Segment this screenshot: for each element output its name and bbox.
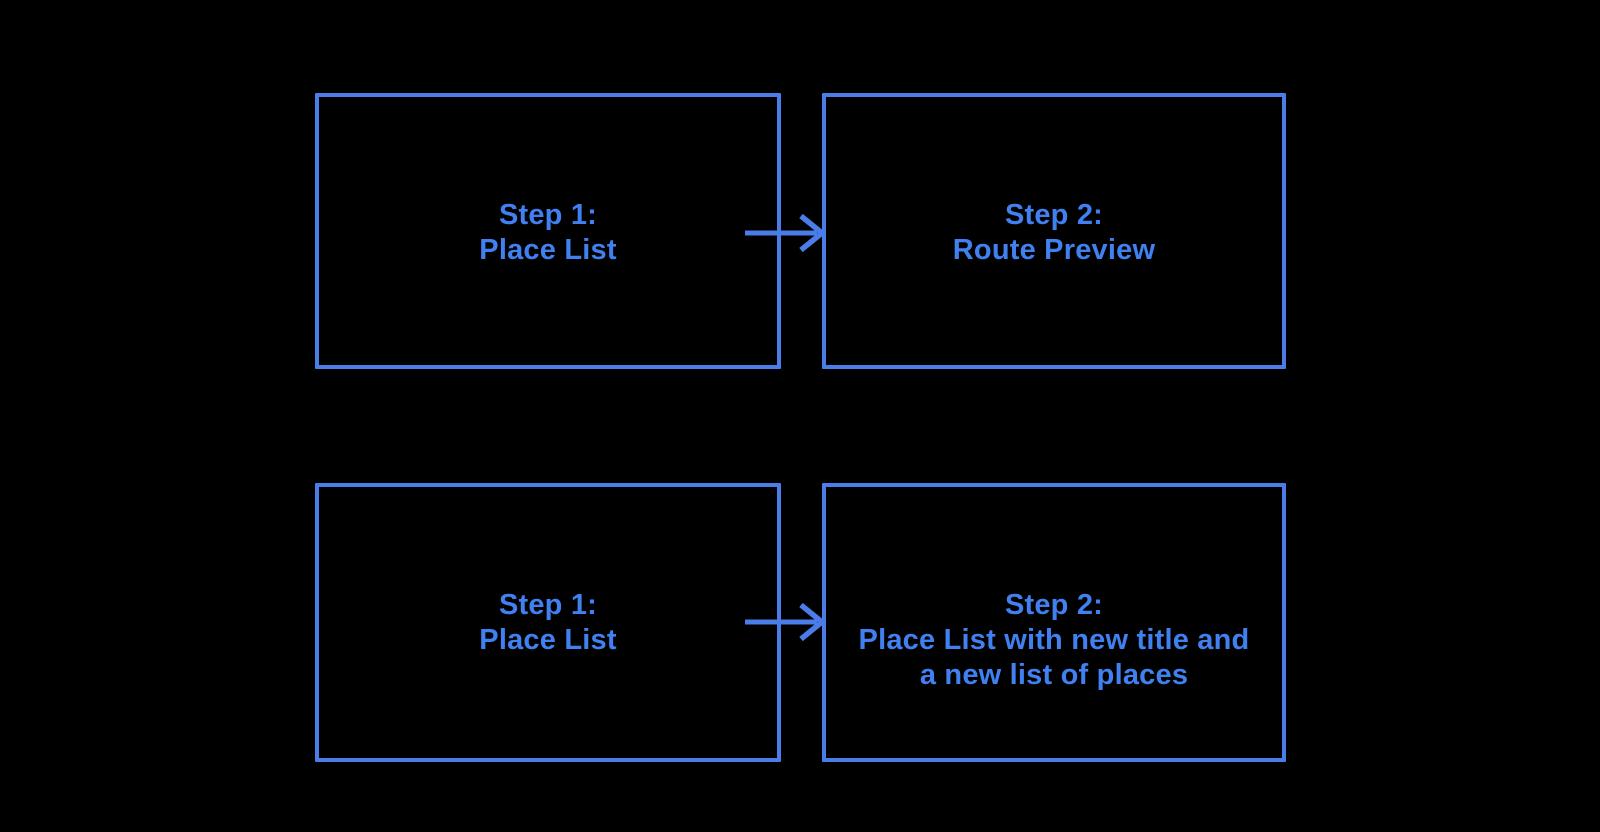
node-label-line: Place List: [479, 624, 617, 656]
flow-node-row2-step2: Step 2: Place List with new title and a …: [822, 483, 1286, 762]
node-label: Step 2: Place List with new title and a …: [826, 588, 1282, 693]
node-label-line: Place List with new title and: [858, 624, 1250, 656]
node-label-line: a new list of places: [919, 659, 1189, 691]
flow-node-row1-step1: Step 1: Place List: [315, 93, 781, 369]
node-label: Step 1: Place List: [319, 588, 777, 658]
flow-node-row2-step1: Step 1: Place List: [315, 483, 781, 762]
flow-arrow-row2: [745, 602, 825, 642]
node-label-line: Step 2:: [1004, 199, 1104, 231]
node-label-line: Step 1:: [498, 199, 598, 231]
node-label: Step 2: Route Preview: [826, 198, 1282, 268]
node-label: Step 1: Place List: [319, 198, 777, 268]
node-label-line: Place List: [479, 234, 617, 266]
node-label-line: Step 1:: [498, 589, 598, 621]
node-label-line: Step 2:: [1004, 589, 1104, 621]
flow-node-row1-step2: Step 2: Route Preview: [822, 93, 1286, 369]
flow-arrow-row1: [745, 213, 825, 253]
node-label-line: Route Preview: [952, 234, 1156, 266]
